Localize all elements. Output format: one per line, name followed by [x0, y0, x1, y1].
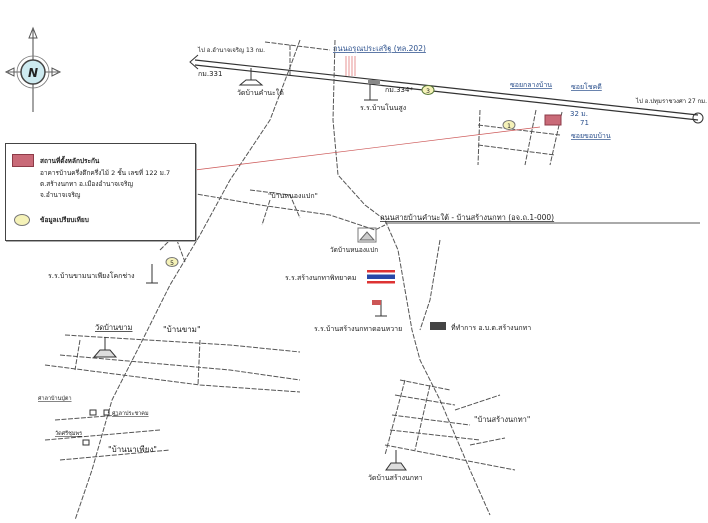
school-donwai-label: ร.ร.บ้านสร้างนกทาดอนหวาย	[314, 325, 402, 333]
site-pointer-line	[194, 126, 541, 171]
km-331-label: กม.331	[198, 70, 222, 78]
legend-site-title: สถานที่ตั้งหลักประกัน	[40, 157, 100, 165]
temple-icon	[357, 227, 377, 243]
marker-5: 5	[165, 257, 179, 267]
wat-khamna-label: วัดบ้านคำนะใต้	[237, 88, 284, 97]
marker-1: 1	[502, 120, 516, 130]
ban-nongpaek-label: "บ้านหนองแปก"	[268, 192, 318, 200]
crossing-hatch	[345, 56, 356, 76]
site-swatch	[12, 154, 34, 167]
school-nonsung-label: ร.ร.บ้านโนนสูง	[360, 103, 406, 112]
svg-text:3: 3	[426, 88, 430, 95]
thai-flag-icon	[367, 270, 395, 284]
legend-site-line3: จ.อำนาจเจริญ	[40, 191, 81, 199]
wat-srichumphon-label: วัดศรีชุมพร	[55, 430, 82, 437]
compare-swatch	[14, 214, 30, 226]
sala-community-label: ศาลาประชาคม	[112, 410, 149, 417]
legend-site-line2: ต.สร้างนกทา อ.เมืองอำนาจเจริญ	[40, 180, 134, 188]
compass-letter: N	[28, 66, 38, 80]
soi-khop-label: ซอยขอบบ้าน	[571, 132, 611, 140]
ban-napiang-label: "บ้านนาเพียง"	[108, 445, 157, 454]
km-334-label: กม.334*	[385, 86, 413, 94]
to-amnat-label: ไป อ.อำนาจเจริญ 13 กม.	[197, 46, 265, 54]
school-kham-label: ร.ร.บ้านขามนาเพียงโคกช่าง	[48, 271, 134, 280]
temple-icon	[238, 68, 264, 86]
highway-name-label: ถนนอรุณประเสริฐ (ทล.202)	[333, 44, 426, 53]
school-icon	[146, 264, 158, 284]
distance-71-label: 71	[580, 119, 589, 127]
distance-32-label: 32 ม.	[570, 110, 588, 118]
soi-klang-label: ซอยกลางบ้าน	[510, 81, 552, 89]
ban-kham-label: "บ้านขาม"	[163, 325, 201, 334]
local-roads	[44, 39, 700, 521]
legend-site-line1: อาคารบ้านครึ่งตึกครึ่งไม้ 2 ชั้น เลขที่ …	[40, 169, 171, 177]
temple-icon	[385, 450, 407, 471]
local-road-label: ถนนสายบ้านคำนะใต้ - บ้านสร้างนกทา (อจ.ถ.…	[380, 213, 554, 222]
to-pathum-label: ไป อ.ปทุมราชวงศา 27 กม.	[635, 97, 707, 105]
office-building-icon	[430, 322, 446, 330]
svg-text:5: 5	[170, 260, 174, 267]
soi-chokdee-label: ซอยโชคดี	[571, 82, 602, 91]
obt-office-label: ที่ทำการ อ.บ.ต.สร้างนกทา	[451, 323, 531, 332]
wat-nongpaek-label: วัดบ้านหนองแปก	[330, 246, 378, 254]
school-pittayakom-label: ร.ร.สร้างนกทาพิทยาคม	[285, 274, 356, 282]
sala-puta-label: ศาลาบ้านปู่ตา	[38, 395, 72, 402]
flagpole-icon	[372, 300, 387, 317]
temple-icon	[82, 439, 90, 446]
marker-3: 3	[421, 85, 435, 95]
school-icon	[364, 80, 380, 101]
svg-text:1: 1	[507, 123, 511, 130]
ban-sangnokta-label: "บ้านสร้างนกทา"	[474, 415, 530, 424]
map-legend: สถานที่ตั้งหลักประกัน อาคารบ้านครึ่งตึกค…	[5, 143, 196, 241]
wat-kham-label: วัดบ้านขาม	[95, 323, 133, 332]
legend-compare-label: ข้อมูลเปรียบเทียบ	[40, 216, 89, 224]
compass-north-icon: N	[4, 26, 62, 112]
highway-202	[189, 54, 704, 124]
sala-icon	[103, 409, 110, 416]
sala-icon	[89, 409, 97, 416]
temple-icon	[92, 337, 118, 358]
site-marker[interactable]	[544, 114, 562, 126]
wat-sangnokta-label: วัดบ้านสร้างนกทา	[368, 474, 423, 482]
